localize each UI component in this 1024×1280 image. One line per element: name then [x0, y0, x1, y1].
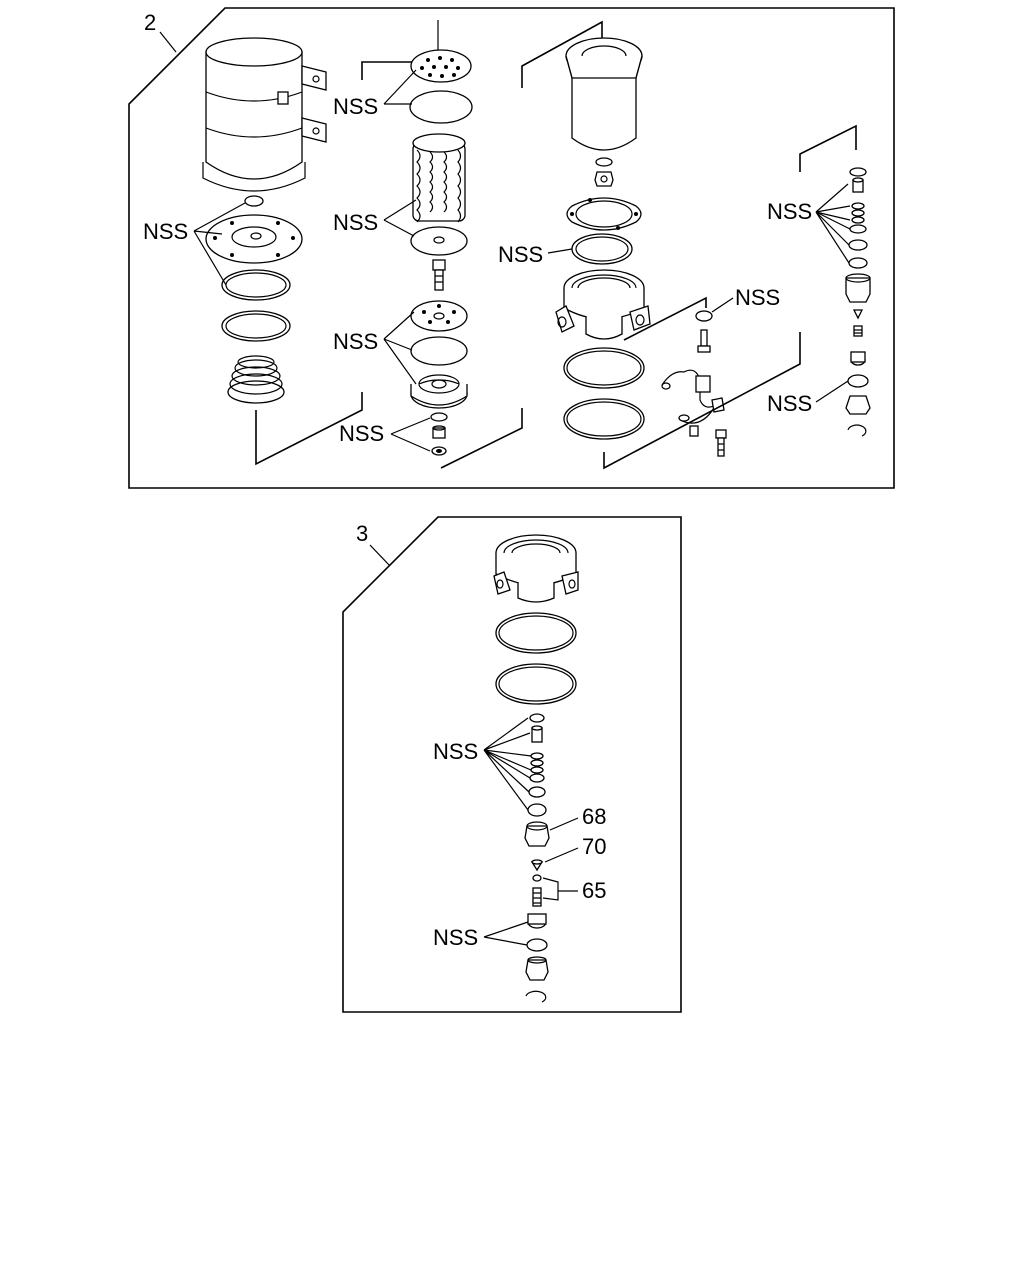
nss-leader-valve-kit-2	[483, 717, 532, 811]
element-washer	[410, 226, 468, 256]
filter-housing-assembly	[202, 37, 327, 192]
small-seal	[430, 412, 448, 422]
nss-leader-valve	[383, 311, 417, 385]
panel-2: 2	[128, 7, 895, 489]
nss-leader-valve-kit-top	[815, 183, 851, 264]
valve-kit-2-stack	[527, 713, 547, 817]
panel-3-leader	[369, 544, 391, 567]
small-bushing	[432, 425, 446, 439]
mounting-screw	[689, 425, 727, 457]
nss-leader-valve-kit-2-lower	[483, 921, 529, 946]
nss-label-sensor: NSS	[735, 285, 780, 310]
callout-65: 65	[582, 878, 606, 903]
panel-3-frame	[342, 516, 682, 1013]
part-70-check-ball	[530, 859, 544, 872]
panel-2-frame	[128, 7, 895, 489]
sensor-bracket-left	[623, 296, 707, 341]
leader-65	[542, 877, 578, 901]
panel-3-number: 3	[356, 521, 368, 546]
column-3-bottom-bracket	[603, 332, 801, 470]
nss-leader-element-top	[383, 69, 417, 105]
perforated-end-cap	[410, 49, 472, 83]
drain-washer	[595, 157, 613, 167]
nss-label-element-top: NSS	[333, 94, 378, 119]
coil-spring	[227, 355, 285, 404]
center-bolt	[432, 259, 446, 291]
nss-leader-valve-kit-bottom	[815, 380, 849, 403]
column-3-bracket	[521, 20, 603, 88]
small-nut	[431, 446, 447, 456]
nss-leader-head-oring	[547, 248, 573, 254]
head-2-ring-2	[495, 663, 577, 705]
filter-head	[555, 269, 651, 340]
panel-3: 3	[342, 516, 682, 1013]
head-ring-2	[563, 398, 645, 440]
sensor-washer	[695, 310, 713, 322]
nss-label-head-oring: NSS	[498, 242, 543, 267]
sensor-harness	[661, 369, 725, 424]
filter-head-2	[493, 534, 579, 603]
nss-label-small-seals: NSS	[339, 421, 384, 446]
nss-label-valve-kit-2-lower: NSS	[433, 925, 478, 950]
nss-leader-housing-kit	[193, 202, 246, 286]
nss-leader-sensor	[711, 297, 734, 313]
filter-element	[412, 133, 466, 223]
leader-70	[544, 847, 579, 863]
seal-ring-mid	[410, 336, 468, 366]
callout-68: 68	[582, 804, 606, 829]
column-1-bracket	[255, 392, 363, 466]
flange-gasket	[566, 197, 642, 231]
valve-kit-2-lower	[525, 913, 549, 1003]
nss-label-valve-kit-2: NSS	[433, 739, 478, 764]
head-ring-1	[563, 347, 645, 389]
nss-leader-element-mid	[383, 199, 417, 237]
panel-2-leader	[159, 31, 177, 53]
nss-label-housing-kit: NSS	[143, 219, 188, 244]
gasket-ring-1	[221, 269, 291, 301]
cover-plate	[205, 195, 303, 264]
nss-label-valve: NSS	[333, 329, 378, 354]
callout-70: 70	[582, 834, 606, 859]
gasket-ring-2	[221, 310, 291, 342]
perforated-plate	[410, 300, 468, 332]
nss-label-element-mid: NSS	[333, 210, 378, 235]
column-2-bottom-bracket	[440, 408, 523, 469]
nss-label-valve-kit-bottom: NSS	[767, 391, 812, 416]
nss-label-valve-kit-top: NSS	[767, 199, 812, 224]
seal-ring-top	[409, 90, 473, 124]
drain-nut	[594, 171, 614, 187]
part-65-pin-and-spring	[532, 874, 542, 907]
o-ring-head	[571, 233, 633, 265]
nss-leader-small-seals	[390, 417, 431, 452]
filter-bowl	[565, 37, 643, 151]
panel-2-number: 2	[144, 10, 156, 35]
valve-kit-stack	[845, 167, 871, 437]
head-2-ring-1	[495, 612, 577, 654]
valve-body	[410, 374, 468, 409]
column-4-bracket	[799, 124, 857, 172]
sensor-probe	[697, 329, 711, 353]
leader-68	[549, 817, 579, 831]
part-68-valve-seat	[524, 821, 550, 847]
